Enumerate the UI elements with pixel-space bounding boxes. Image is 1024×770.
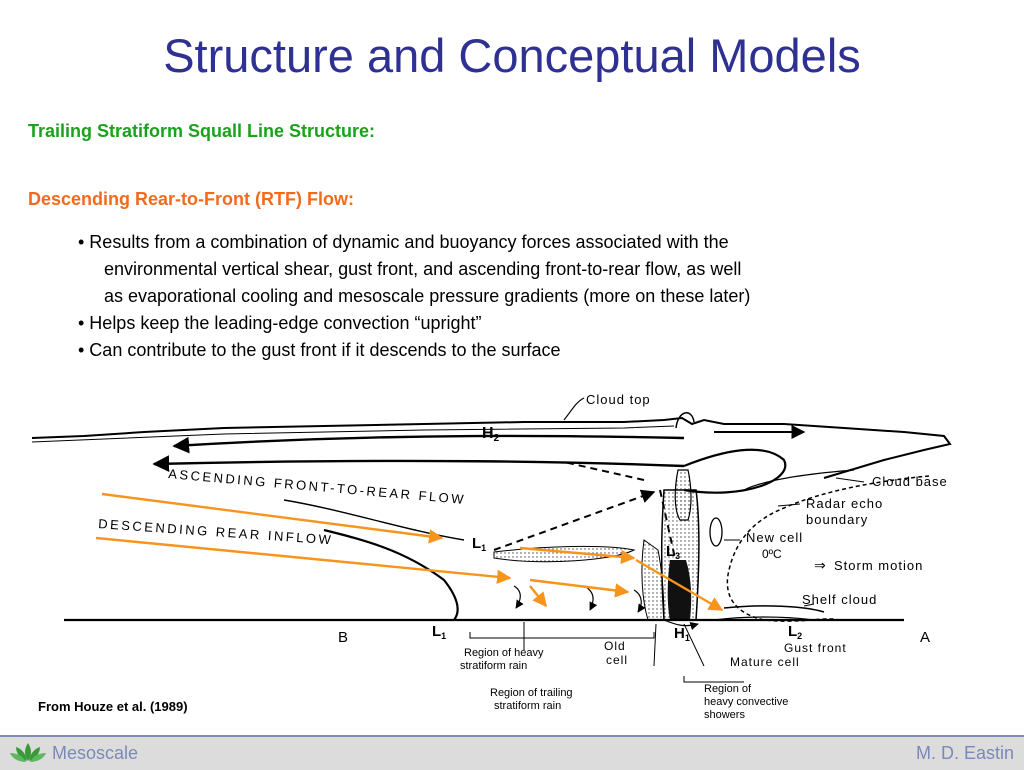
bullet-1: • Results from a combination of dynamic … xyxy=(78,232,729,252)
label-ascending-flow: ASCENDING FRONT-TO-REAR FLOW xyxy=(168,466,467,507)
bullet-3: • Can contribute to the gust front if it… xyxy=(78,340,561,360)
label-l1-ground: L1 xyxy=(432,623,446,641)
orange-arrow-4 xyxy=(529,585,547,608)
leader-cloud-base xyxy=(835,477,865,483)
label-l3: L3 xyxy=(666,543,680,561)
cloud-top-leader xyxy=(563,397,585,421)
leader-mature-cell xyxy=(683,623,705,667)
bullet-2: • Helps keep the leading-edge convection… xyxy=(78,313,482,333)
ascending-flow-line xyxy=(172,434,685,454)
label-trailing-1: Region of trailing xyxy=(490,687,573,699)
orange-arrow-1 xyxy=(101,492,444,544)
label-new-cell: New cell xyxy=(746,530,803,545)
bullet-1-cont-2: as evaporational cooling and mesoscale p… xyxy=(104,286,751,306)
label-cloud-top: Cloud top xyxy=(586,392,651,407)
label-cloud-base: Cloud base xyxy=(872,474,948,489)
label-region-heavy-2: stratiform rain xyxy=(460,660,527,672)
label-h2: H2 xyxy=(482,425,500,444)
anvil-top-edge xyxy=(31,425,675,443)
leader-shelf-cloud xyxy=(803,603,815,607)
label-mature-cell: Mature cell xyxy=(730,655,800,669)
subtitle-rtf-flow: Descending Rear-to-Front (RTF) Flow: xyxy=(28,189,354,209)
label-zero-c: 0ºC xyxy=(762,547,782,561)
cloud-top-tower xyxy=(675,412,695,429)
cell-tower xyxy=(674,469,692,521)
label-a: A xyxy=(920,629,930,646)
label-convective-3: showers xyxy=(704,709,745,721)
label-trailing-2: stratiform rain xyxy=(494,700,561,712)
leader-radar-echo xyxy=(777,503,801,507)
dashed-circulation-1 xyxy=(493,489,656,551)
ascending-flow-line-2 xyxy=(152,455,685,473)
footer-course: Mesoscale xyxy=(52,743,139,763)
orange-arrow-6 xyxy=(635,558,724,612)
orange-arrow-2 xyxy=(95,536,512,584)
orange-arrow-3 xyxy=(529,578,630,598)
trailing-bracket xyxy=(469,632,655,639)
storm-motion-icon: ⇒ xyxy=(814,557,826,573)
label-region-heavy-1: Region of heavy xyxy=(464,647,544,659)
label-convective-2: heavy convective xyxy=(704,696,788,708)
squall-line-diagram: Cloud top H2 ASCENDING FRONT-TO-REAR FLO… xyxy=(24,380,976,730)
precip-arrow-2 xyxy=(583,585,598,611)
lotus-logo-icon xyxy=(10,743,46,762)
bullet-1-cont-1: environmental vertical shear, gust front… xyxy=(104,259,742,279)
bullet-list: • Results from a combination of dynamic … xyxy=(78,229,958,364)
upper-return-loop xyxy=(683,448,787,494)
gust-front-outflow xyxy=(713,616,815,621)
slide-title: Structure and Conceptual Models xyxy=(163,29,861,82)
label-gust-front: Gust front xyxy=(784,641,847,655)
label-old-cell-1: Old xyxy=(604,639,626,653)
footer-author: M. D. Eastin xyxy=(915,743,1014,763)
precip-arrow-1 xyxy=(513,585,524,609)
shelf-cloud xyxy=(723,605,825,613)
orange-arrow-5 xyxy=(519,546,636,565)
figure-caption: From Houze et al. (1989) xyxy=(38,699,188,714)
mature-cell-core xyxy=(667,560,692,620)
new-cell xyxy=(709,517,723,547)
rear-inflow-line xyxy=(323,528,459,621)
label-b: B xyxy=(338,629,348,646)
cloud-base-line xyxy=(743,469,855,491)
precip-arrow-3 xyxy=(633,589,646,613)
label-boundary: boundary xyxy=(806,512,868,527)
dashed-circulation-3 xyxy=(563,461,645,481)
footer-bar: Mesoscale M. D. Eastin xyxy=(0,735,1024,770)
convective-bracket xyxy=(683,676,744,683)
cloud-outline xyxy=(31,416,952,479)
leader-old-cell xyxy=(653,623,657,667)
label-radar-echo: Radar echo xyxy=(806,496,883,511)
label-old-cell-2: cell xyxy=(606,653,628,667)
label-l2: L2 xyxy=(788,623,802,641)
subtitle-squall-line: Trailing Stratiform Squall Line Structur… xyxy=(28,121,376,141)
label-convective-1: Region of xyxy=(704,683,752,695)
stratiform-rain-band xyxy=(493,545,636,563)
label-storm-motion: Storm motion xyxy=(834,558,923,573)
label-h1: H1 xyxy=(674,625,690,643)
label-shelf-cloud: Shelf cloud xyxy=(802,592,877,607)
diagram-svg: Cloud top H2 ASCENDING FRONT-TO-REAR FLO… xyxy=(31,392,952,721)
old-cell xyxy=(641,539,665,621)
label-l-mid: L1 xyxy=(472,535,486,553)
